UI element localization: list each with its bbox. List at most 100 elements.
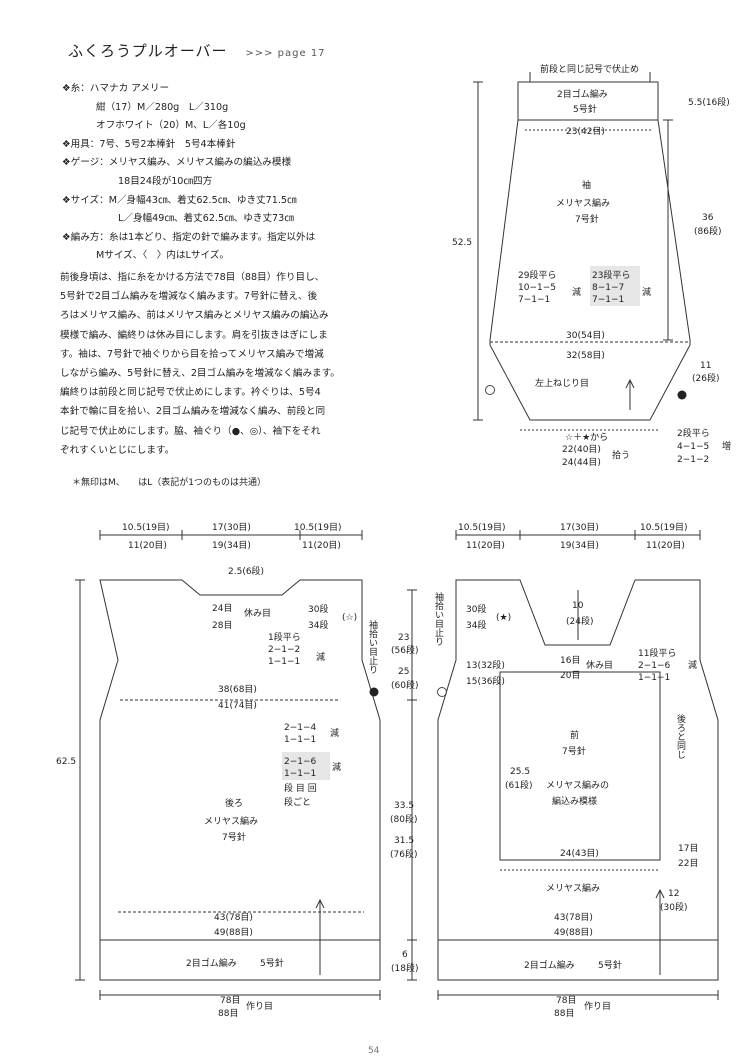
sleeve-base-m: 30(54目) (566, 330, 605, 341)
back-legend-cols: 段 目 回 (284, 782, 317, 794)
back-needle: 7号針 (222, 831, 246, 843)
sleeve-cuff-label: 2目ゴム編み (557, 88, 608, 100)
armhole-l: 25 (398, 667, 409, 677)
front-width-left-m: 10.5(19目) (458, 522, 506, 533)
front-ring-marker (437, 687, 447, 697)
sleeve-name: 袖 (582, 179, 591, 191)
size-m-row: ❖サイズ：M／身幅43㎝、着丈62.5㎝、ゆき丈71.5㎝ (62, 194, 297, 206)
body-length-l: 31.5 (394, 836, 414, 846)
sleeve-outline (489, 119, 691, 421)
sleeve-dec-mark-l: 減 (642, 286, 651, 298)
back-shape-2b: 1−1−1 (284, 769, 316, 779)
back-hem-l: 49(88目) (214, 927, 253, 938)
sleeve-pick-l: 24(44目) (562, 457, 601, 468)
sleeve-l-highlight (590, 266, 640, 306)
rib-rows: (18段) (391, 962, 418, 974)
front-neck-dec-1: 11段平ら (638, 647, 676, 659)
yarn-brand: ハマナカ アメリー (89, 83, 170, 94)
front-neck-rows: (24段) (566, 615, 593, 627)
front-cast-l: 88目 (554, 1008, 574, 1019)
front-same-as-back: 後ろと同じ (675, 713, 686, 759)
front-neck-dec-2: 2−1−6 (638, 661, 671, 671)
instruction-line: ろはメリヤス編み、前はメリヤス編みとメリヤス編みの編込み (60, 310, 329, 322)
front-pattern-rows: (61段) (505, 779, 532, 791)
back-dec-mark: 減 (316, 651, 325, 663)
back-bust-m: 38(68目) (218, 684, 257, 695)
page-reference[interactable]: >>> page 17 (245, 48, 326, 59)
sleeve-dec-l2: 8−1−7 (592, 283, 624, 293)
back-rest-stitch: 休み目 (244, 607, 271, 619)
materials-spec: ❖糸：ハマナカ アメリー 紺（17）M／280g L／310g オフホワイト（2… (62, 80, 432, 266)
sleeve-diagram (473, 72, 691, 431)
instructions-text: 前後身頃は、指に糸をかける方法で78目（88目）作り目し、 5号針で2目ゴム編み… (60, 268, 430, 460)
armhole-l-rows: (60段) (391, 679, 418, 691)
yarn-row: ❖糸：ハマナカ アメリー (62, 80, 432, 99)
sleeve-bind-note: 前段と同じ記号で伏止め (540, 63, 639, 75)
sleeve-inc-2: 4−1−5 (677, 442, 709, 452)
front-pattern-top-l: 15(36段) (466, 675, 505, 687)
front-arm-rows-l: 34段 (466, 619, 486, 631)
back-l-highlight (282, 752, 330, 780)
front-sleeve-pick: 袖拾い目止り (433, 591, 444, 646)
sleeve-pick-from: ☆＋★から (565, 432, 608, 443)
method-size-note: Mサイズ、〈 〉内はLサイズ。 (96, 250, 229, 262)
instruction-line: 本針で輪に目を拾い、2目ゴム編みを増減なく編み、前段と同 (60, 406, 326, 418)
back-width-right-l: 11(20目) (302, 540, 341, 551)
sleeve-mid-rows: (86段) (694, 225, 721, 237)
middle-dimensions (407, 589, 417, 981)
front-pattern-width: 24(43目) (560, 848, 599, 859)
back-neck-m: 24目 (212, 603, 232, 614)
back-rib-label: 2目ゴム編み (186, 957, 237, 969)
front-needle: 7号針 (562, 745, 586, 757)
instruction-line: じ記号で伏止めにします。脇、袖ぐり（●、◎）、袖下をそれ (60, 425, 321, 437)
back-every-rows: 段ごと (284, 796, 311, 808)
back-stitch: メリヤス編み (204, 815, 258, 827)
front-cast-m: 78目 (556, 995, 576, 1006)
front-cast-label: 作り目 (584, 1000, 611, 1012)
front-neck-dec-3: 1−1−1 (638, 673, 670, 683)
back-width-left-l: 11(20目) (128, 540, 167, 551)
front-lower-height: 12 (668, 889, 679, 899)
sleeve-dec-l1: 23段平ら (592, 269, 630, 281)
front-rib-label: 2目ゴム編み (524, 959, 575, 971)
back-dec-3: 1−1−1 (268, 657, 300, 667)
back-arm-rows-m: 30段 (308, 603, 328, 615)
front-side-m: 17目 (678, 843, 698, 854)
back-arm-rows-l: 34段 (308, 619, 328, 631)
instruction-line: 模様で編み、編終りは休み目にします。肩を引抜きはぎにしま (60, 329, 328, 341)
armhole-ring-marker (485, 385, 495, 395)
instruction-line: 編終りは前段と同じ記号で伏止めにします。衿ぐりは、5号4 (60, 387, 321, 399)
front-width-mid-m: 17(30目) (560, 522, 599, 533)
back-shape-2a: 2−1−6 (284, 757, 317, 767)
back-neck-l: 28目 (212, 620, 232, 631)
armhole-m: 23 (398, 633, 409, 643)
instruction-line: 前後身頃は、指に糸をかける方法で78目（88目）作り目し、 (60, 272, 325, 283)
front-lower-rows: (30段) (660, 901, 687, 913)
front-name: 前 (570, 729, 579, 741)
sleeve-side-rows: (26段) (692, 372, 719, 384)
instruction-line: 5号針で2目ゴム編みを増減なく編みます。7号針に替え、後 (60, 291, 318, 303)
front-width-right-m: 10.5(19目) (640, 522, 688, 533)
back-width-left-m: 10.5(19目) (122, 522, 170, 533)
body-rows-m: (80段) (390, 813, 417, 825)
sleeve-dec-m3: 7−1−1 (518, 295, 550, 305)
front-pattern-height: 25.5 (510, 767, 530, 777)
back-rib (99, 939, 381, 981)
back-dec-1: 1段平ら (268, 631, 301, 643)
back-bust-l: 41(74目) (218, 700, 257, 711)
page-number: 54 (368, 1046, 380, 1056)
sleeve-inc-3: 2−1−2 (677, 455, 709, 465)
instruction-line: ぞれすくいとじにします。 (60, 444, 175, 456)
sleeve-total-length: 52.5 (452, 238, 472, 248)
sleeve-dec-l3: 7−1−1 (592, 295, 624, 305)
front-pattern-line1: メリヤス編みの (546, 779, 609, 791)
back-name: 後ろ (225, 797, 243, 809)
back-neck-depth: 2.5(6段) (228, 565, 264, 577)
sleeve-stitch: メリヤス編み (556, 197, 610, 209)
sleeve-cuff-height: 5.5(16段) (688, 96, 730, 108)
sleeve-side-height: 11 (700, 361, 711, 371)
body-rows-l: (76段) (390, 848, 417, 860)
body-length-m: 33.5 (394, 801, 414, 811)
front-star-mark: (★) (496, 613, 511, 623)
